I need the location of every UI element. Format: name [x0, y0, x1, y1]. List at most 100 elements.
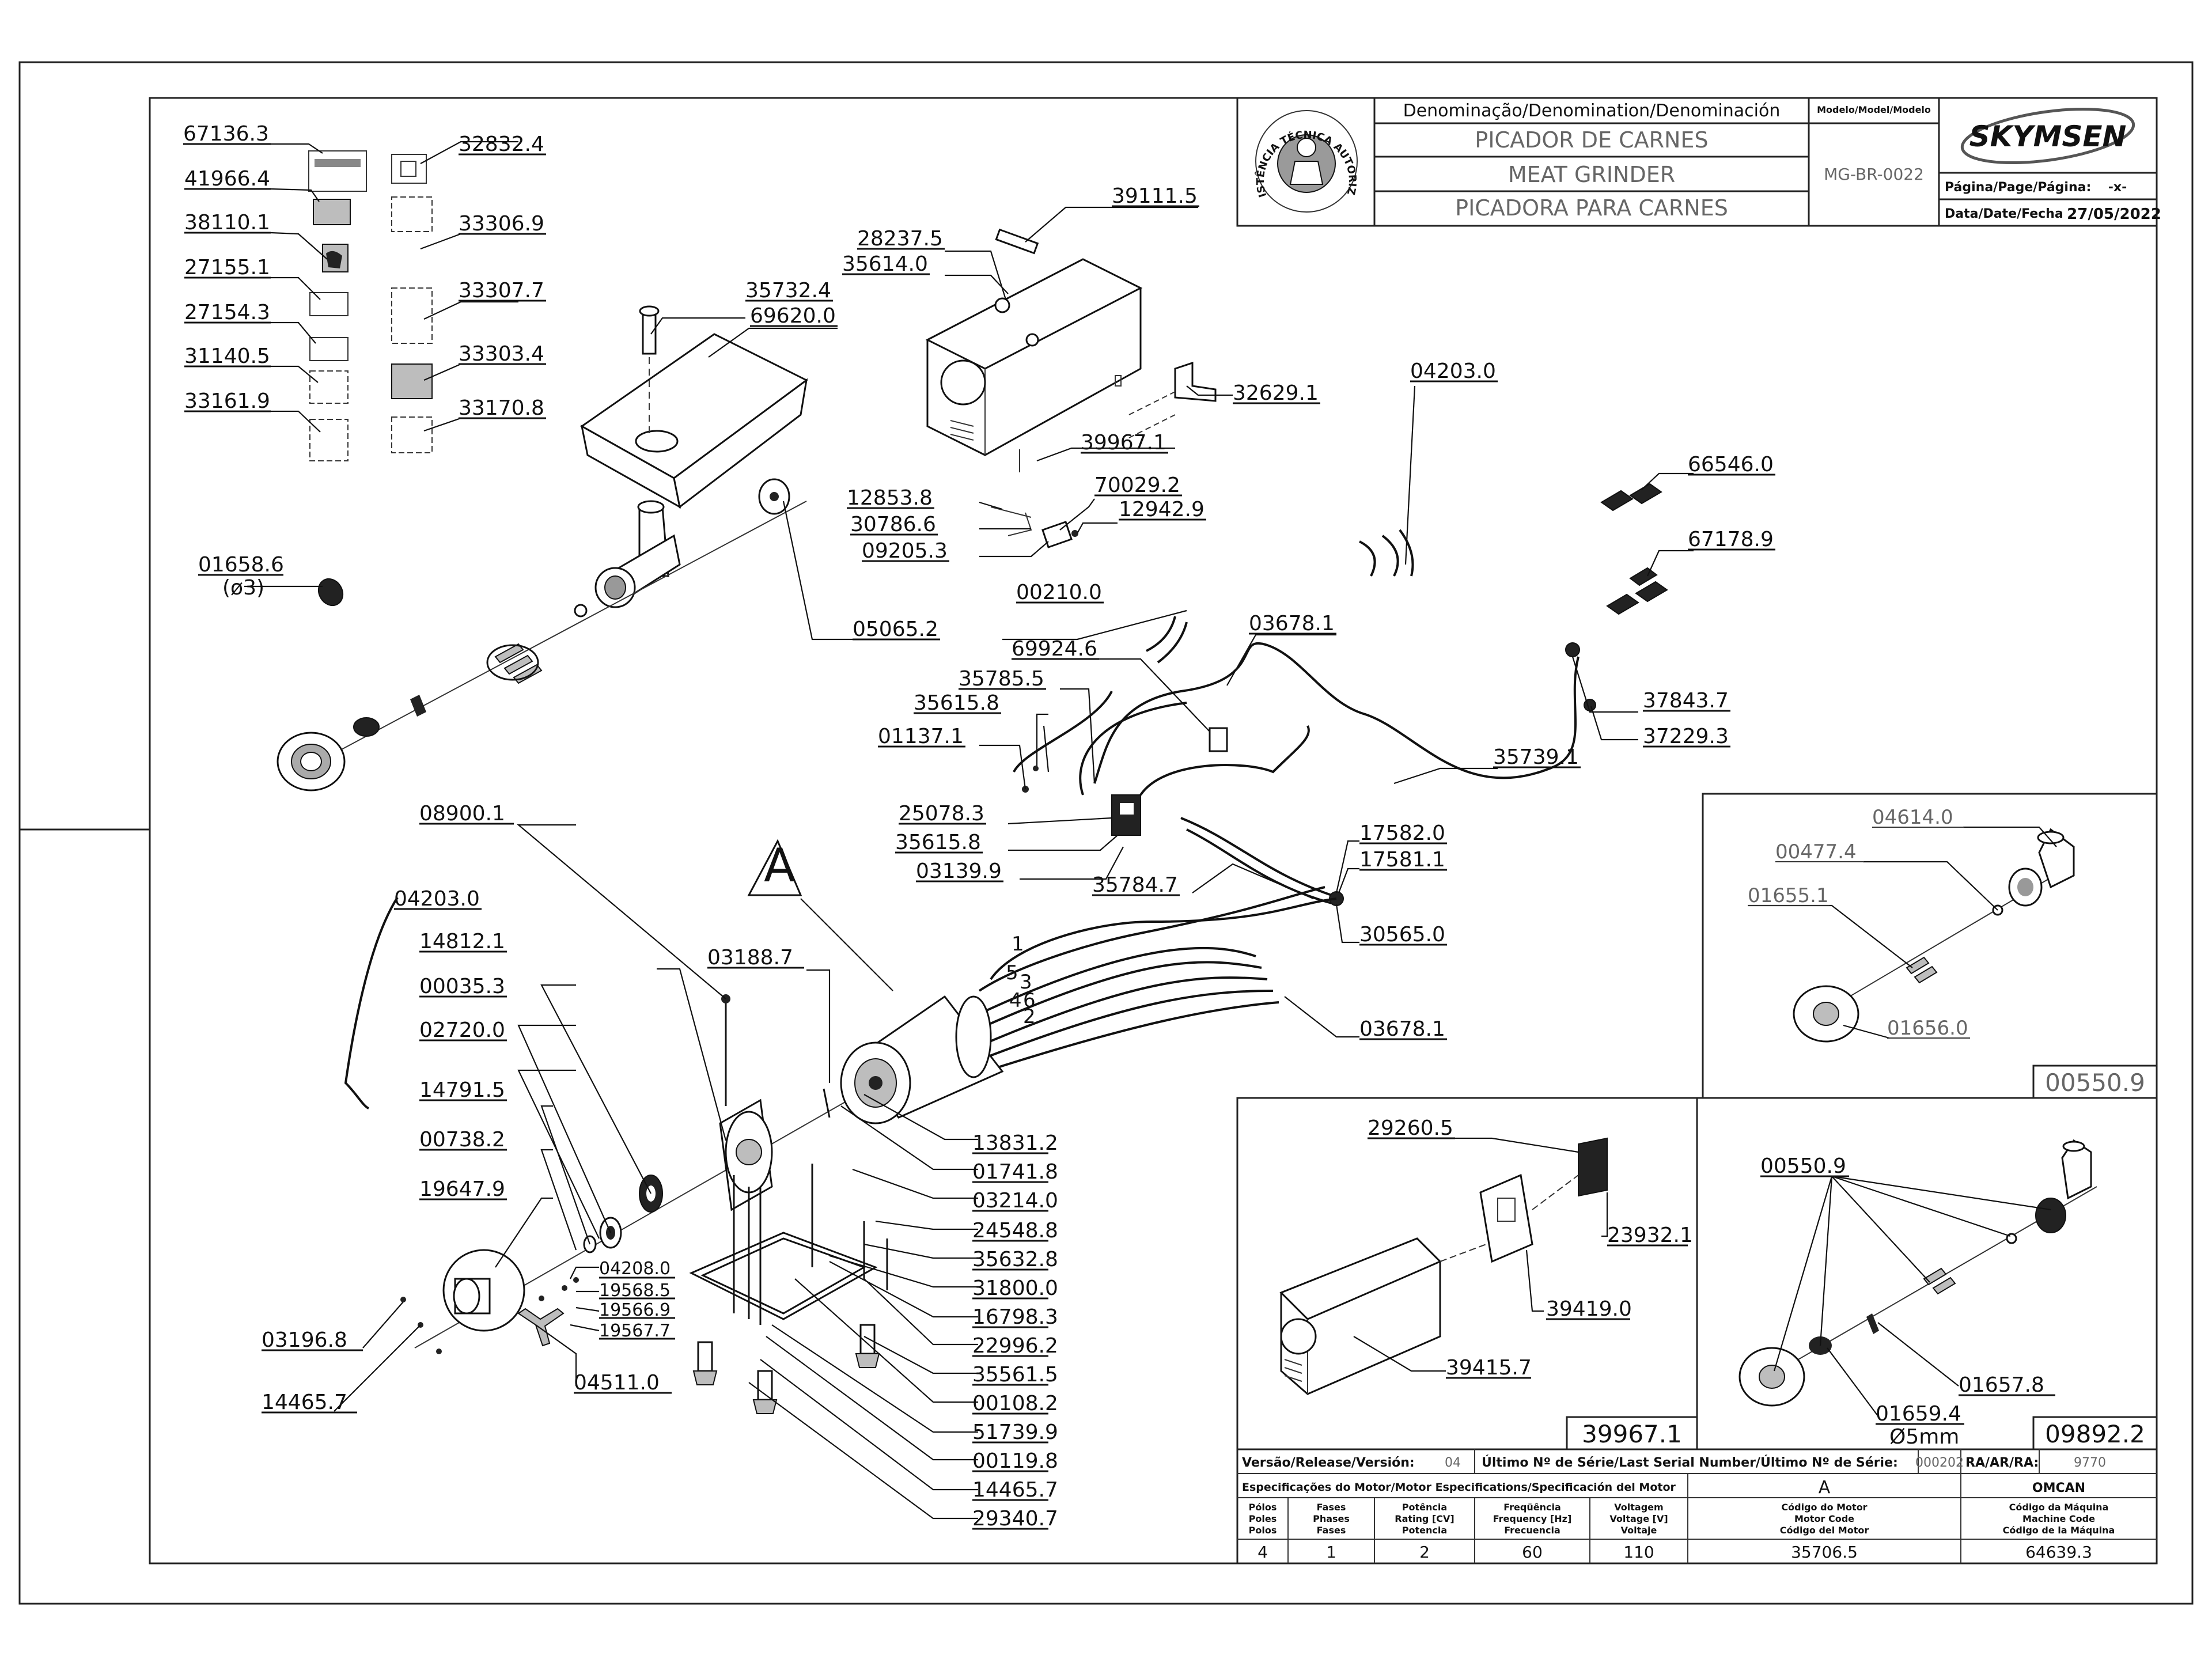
- svg-text:Potencia: Potencia: [1402, 1525, 1447, 1536]
- part-label: 37843.7: [1643, 689, 1729, 713]
- part-label: 22996.2: [972, 1334, 1058, 1358]
- detail-code: 09892.2: [2045, 1420, 2145, 1448]
- svg-text:Voltage [V]: Voltage [V]: [1609, 1513, 1668, 1524]
- part-label: 00477.4: [1775, 840, 1857, 863]
- part-label: 33161.9: [184, 389, 270, 413]
- part-label: 51739.9: [972, 1421, 1058, 1444]
- part-label: 03678.1: [1249, 612, 1335, 635]
- part-label: 19568.5: [599, 1281, 671, 1301]
- view-a-marker: A: [764, 839, 796, 892]
- svg-text:Freqüência: Freqüência: [1503, 1502, 1561, 1513]
- detail-code: 39967.1: [1582, 1420, 1682, 1448]
- part-label: 35785.5: [959, 667, 1044, 691]
- part-label: 41966.4: [184, 167, 270, 191]
- part-label: 35615.8: [895, 831, 981, 854]
- part-label: 03196.8: [262, 1328, 347, 1352]
- part-label: 01741.8: [972, 1160, 1058, 1184]
- svg-text:Frecuencia: Frecuencia: [1504, 1525, 1560, 1536]
- svg-text:Machine Code: Machine Code: [2022, 1513, 2095, 1524]
- value-phases: 1: [1326, 1543, 1336, 1562]
- detail-00550-9: 00550.9 04614.0 00477.4 01655.1 01656.0: [1702, 793, 2158, 1099]
- part-label: 29260.5: [1368, 1116, 1453, 1140]
- part-label: 05065.2: [853, 618, 938, 641]
- part-label: 01656.0: [1887, 1017, 1968, 1040]
- svg-text:Potência: Potência: [1402, 1502, 1447, 1513]
- model-header: Modelo/Model/Modelo: [1817, 104, 1931, 115]
- part-label: 24548.8: [972, 1219, 1058, 1243]
- part-label: 35614.0: [842, 252, 928, 276]
- svg-text:Rating [CV]: Rating [CV]: [1395, 1513, 1454, 1524]
- part-label: 33306.9: [459, 212, 544, 236]
- part-label: 16798.3: [972, 1305, 1058, 1329]
- part-label: 32629.1: [1233, 381, 1319, 405]
- spec-table: Versão/Release/Versión: 04 Último Nº de …: [1236, 1448, 2158, 1565]
- svg-text:Código de la Máquina: Código de la Máquina: [2003, 1525, 2115, 1536]
- part-labels: 35732.4 69620.0 28237.5 35614.0 39111.5 …: [198, 184, 1775, 1531]
- part-label: 33170.8: [459, 396, 544, 420]
- part-label: 13831.2: [972, 1131, 1058, 1155]
- col-omcan: OMCAN: [2032, 1481, 2085, 1495]
- part-label: 04511.0: [574, 1371, 660, 1395]
- part-label: 00119.8: [972, 1449, 1058, 1473]
- svg-text:Pólos: Pólos: [1249, 1502, 1277, 1513]
- svg-text:Phases: Phases: [1313, 1513, 1350, 1524]
- part-label: 01657.8: [1959, 1373, 2044, 1397]
- name-en: MEAT GRINDER: [1508, 162, 1675, 187]
- part-label: 00108.2: [972, 1392, 1058, 1415]
- label-stickers: [270, 141, 518, 461]
- inner-frame: [149, 97, 2158, 1565]
- part-label: 04208.0: [599, 1259, 671, 1279]
- part-label: 29340.7: [972, 1507, 1058, 1531]
- part-label: 00738.2: [419, 1128, 505, 1152]
- wire-number: 2: [1023, 1005, 1036, 1028]
- wiring-drawing: [973, 642, 1596, 1073]
- value-voltage: 110: [1623, 1543, 1654, 1562]
- part-label: 03214.0: [972, 1189, 1058, 1213]
- part-label: 04203.0: [394, 887, 480, 911]
- part-label: 01658.6: [198, 553, 284, 577]
- title-block: ASSISTÊNCIA TÉCNICA AUTORIZADA Denominaç…: [0, 0, 2161, 227]
- part-label: 00210.0: [1016, 581, 1102, 604]
- part-label: 27154.3: [184, 301, 270, 324]
- wire-number: 4: [1009, 989, 1022, 1012]
- part-label: 23932.1: [1607, 1224, 1693, 1247]
- version-label: Versão/Release/Versión:: [1242, 1456, 1415, 1470]
- part-label: 17582.0: [1359, 821, 1445, 845]
- denomination-header: Denominação/Denomination/Denominación: [1403, 101, 1781, 121]
- svg-text:Código del Motor: Código del Motor: [1780, 1525, 1869, 1536]
- part-label: 37229.3: [1643, 725, 1729, 748]
- page-value: -x-: [2108, 180, 2127, 195]
- part-label: 67178.9: [1688, 528, 1774, 551]
- motor-and-base-drawing: [344, 839, 1004, 1414]
- part-label: 14791.5: [419, 1078, 505, 1102]
- part-label: 35784.7: [1092, 873, 1178, 897]
- part-label: 31800.0: [972, 1277, 1058, 1300]
- part-label: (ø3): [222, 576, 264, 600]
- svg-text:Voltaje: Voltaje: [1621, 1525, 1657, 1536]
- part-label: 25078.3: [899, 802, 984, 825]
- wire-number: 5: [1006, 961, 1018, 984]
- part-label: 00550.9: [1760, 1154, 1846, 1178]
- serial-value: 000202: [1915, 1456, 1964, 1470]
- part-label: 35739.1: [1493, 745, 1579, 769]
- part-label: 69620.0: [750, 304, 836, 328]
- part-label: 03188.7: [707, 946, 793, 969]
- brand-logo: SKYMSEN: [1960, 107, 2135, 165]
- part-label: 17581.1: [1359, 848, 1445, 872]
- part-label: 01655.1: [1748, 884, 1829, 907]
- date-value: 27/05/2022: [2067, 206, 2161, 223]
- value-rating: 2: [1419, 1543, 1430, 1562]
- part-label: 12942.9: [1119, 498, 1205, 521]
- wire-number: 1: [1012, 933, 1024, 956]
- outer-frame: [18, 61, 2194, 1605]
- version-value: 04: [1445, 1456, 1461, 1470]
- value-machine-code: 64639.3: [2025, 1543, 2092, 1562]
- part-label: 03139.9: [916, 859, 1002, 883]
- part-label: 19567.7: [599, 1321, 671, 1341]
- part-label: 33303.4: [459, 342, 544, 366]
- part-label: 04203.0: [1410, 359, 1496, 383]
- wire-number: 3: [1020, 971, 1032, 994]
- svg-text:Motor Code: Motor Code: [1794, 1513, 1854, 1524]
- part-label: 30565.0: [1359, 923, 1445, 946]
